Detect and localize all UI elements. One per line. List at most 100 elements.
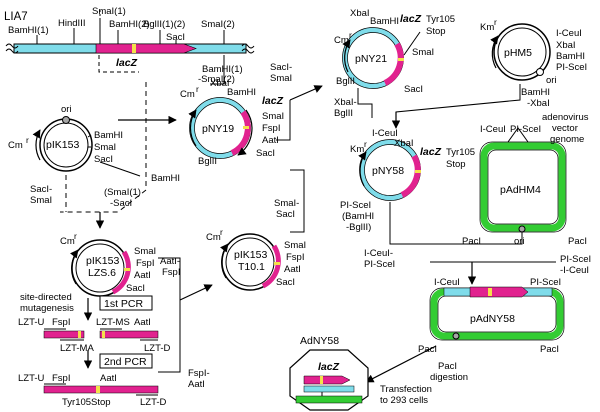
lia7-lacz-label: lacZ [116, 57, 138, 69]
second-pcr: 2nd PCR [104, 356, 147, 368]
pny58-km-r: r [364, 139, 367, 149]
padhm4-name: pAdHM4 [500, 184, 541, 196]
adny58-virus: AdNY58 lacZ Transfection to 293 cells [289, 335, 432, 411]
lia7-saci: SacI [166, 32, 185, 43]
pny19-cut-b: SmaI [270, 73, 292, 84]
pik153-lzs6-plasmid: pIK153 LZS.6 Cm r SmaI FspI AatI SacI Aa… [20, 231, 180, 314]
pny19-cut-a: SacI- [270, 62, 292, 73]
pny58-plasmid: pNY58 Km r I-CeuI XbaI lacZ Tyr105 Stop … [340, 128, 475, 233]
pcr-aati2: AatI [100, 373, 117, 384]
lzs6-saci: SacI [126, 283, 145, 294]
lia7-bamhi2: BamHI(2) [109, 19, 150, 30]
t101-cm-r: r [220, 227, 223, 237]
pny58-cut-b: PI-SceI [364, 259, 395, 270]
lzs6-note2: mutagenesis [20, 303, 74, 314]
pcr-tyrstop: Tyr105Stop [62, 397, 111, 408]
pny19-smai: SmaI [262, 111, 284, 122]
t101-cut-b: SacI [276, 209, 295, 220]
arrow-to-adny58 [365, 345, 437, 383]
t101-to-pny19-line [290, 169, 305, 233]
t101-saci: SacI [276, 277, 295, 288]
padhm4-pisceI: PI-SceI [510, 124, 541, 135]
pny58-iceui: I-CeuI [372, 128, 398, 139]
lia7-smai2: SmaI(2) [201, 19, 235, 30]
pny19-bglii: BglII [198, 156, 217, 167]
t101-cut-a: SmaI- [274, 198, 299, 209]
t101-cut-d: AatI [188, 379, 205, 390]
phm5-bamhi: BamHI [556, 51, 585, 62]
t101-aati: AatI [284, 264, 301, 275]
phm5-iceui: I-CeuI [556, 28, 582, 39]
pik153-cut-c: (SmaI(1) [104, 187, 141, 198]
pik153-name: pIK153 [46, 139, 79, 151]
pcr-lztd: LZT-D [144, 343, 171, 354]
phm5-plasmid: pHM5 Km r I-CeuI XbaI BamHI PI-SceI ori … [480, 17, 587, 109]
pcr-section: 1st PCR LZT-U FspI LZT-MS AatI LZT-MA LZ… [18, 295, 171, 408]
pny19-cm: Cm [180, 89, 195, 100]
padhm4-note1: adenovirus [542, 112, 589, 123]
adny58-trans1: Transfection [380, 384, 432, 395]
padny58-vector: pAdNY58 I-CeuI PI-SceI PacI PacI PacI di… [418, 277, 565, 383]
padhm4-paci1: PacI [462, 236, 481, 247]
pny19-lacz-segment [230, 110, 251, 156]
pny58-tyr: Tyr105 [446, 147, 475, 158]
pcr-fspi: FspI [52, 317, 70, 328]
padhm4-note2: vector [552, 123, 578, 134]
smai1-cut-line [98, 55, 139, 73]
padhm4-iceui: I-CeuI [480, 124, 506, 135]
lia7-title: LIA7 [4, 11, 28, 23]
phm5-name: pHM5 [504, 47, 532, 59]
second-pcr-box [99, 353, 153, 369]
pik153-plasmid: ori pIK153 Cm r BamHI SmaI SacI SacI- Sm… [8, 104, 180, 212]
pny21-plasmid: pNY21 Cm r XbaI BamHI lacZ Tyr105 Stop S… [334, 8, 455, 95]
phm5-km: Km [480, 22, 494, 33]
lzs6-note1: site-directed [20, 292, 72, 303]
lacz-arrow [95, 43, 197, 54]
lzs6-cut-a: AatI- [160, 256, 180, 267]
pny58-bam: (BamHI [342, 211, 374, 222]
lzs6-name1: pIK153 [86, 255, 119, 267]
t101-name2: T10.1 [238, 261, 265, 273]
phm5-xbai: XbaI [556, 40, 576, 51]
t101-cm: Cm [206, 232, 221, 243]
padhm4-cut-a: PI-SceI [560, 254, 591, 265]
padny58-paci1: PacI [418, 344, 437, 355]
pny21-xbai: XbaI [350, 8, 370, 19]
pik153-t101-plasmid: pIK153 T10.1 Cm r SmaI FspI AatI SacI Sm… [206, 198, 306, 291]
pik153-cm-arrow [32, 129, 41, 161]
pny58-xbai: XbaI [394, 138, 414, 149]
pny21-smai: SmaI [412, 47, 434, 58]
padhm4-paci2: PacI [568, 236, 587, 247]
pny21-stop: Stop [426, 26, 446, 37]
pik153-bamhi: BamHI [94, 130, 123, 141]
pny19-bamhi: BamHI [227, 87, 256, 98]
pik153-cm-r: r [26, 135, 29, 145]
pik153-cut-a: SacI- [30, 184, 52, 195]
pny21-name: pNY21 [355, 53, 387, 65]
lzs6-smai: SmaI [134, 246, 156, 257]
lia7-bamhi1: BamHI(1) [8, 25, 49, 36]
pik153-cm: Cm [8, 140, 23, 151]
lia7-construct: LIA7 BamHI(1) HindIII SmaI(1) BamHI(2) B… [4, 6, 255, 69]
lzs6-name2: LZS.6 [88, 267, 116, 279]
pny19-aati: AatI [262, 135, 279, 146]
arrow-to-pny21 [289, 85, 323, 101]
pny19-saci: SacI [256, 148, 275, 159]
pcr-fspi2: FspI [52, 373, 70, 384]
pny21-cm: Cm [334, 35, 349, 46]
left-break-icon [5, 43, 19, 54]
arrow-to-t101 [179, 284, 213, 301]
pik153-cut-d: -SacI [110, 198, 132, 209]
padhm4-note3: genome [550, 134, 584, 145]
adny58-title: AdNY58 [300, 335, 339, 347]
pcr-lztu2: LZT-U [18, 373, 45, 384]
padny58-digest1: PacI [438, 361, 457, 372]
padny58-lacz-arrow [469, 286, 529, 298]
t101-fspi: FspI [286, 252, 304, 263]
pny58-pisceI: PI-SceI [340, 200, 371, 211]
pny21-cut-b: BglII [334, 108, 353, 119]
lzs6-cm: Cm [60, 236, 75, 247]
phm5-ori-dot [536, 68, 544, 76]
pcr-aati: AatI [134, 317, 151, 328]
